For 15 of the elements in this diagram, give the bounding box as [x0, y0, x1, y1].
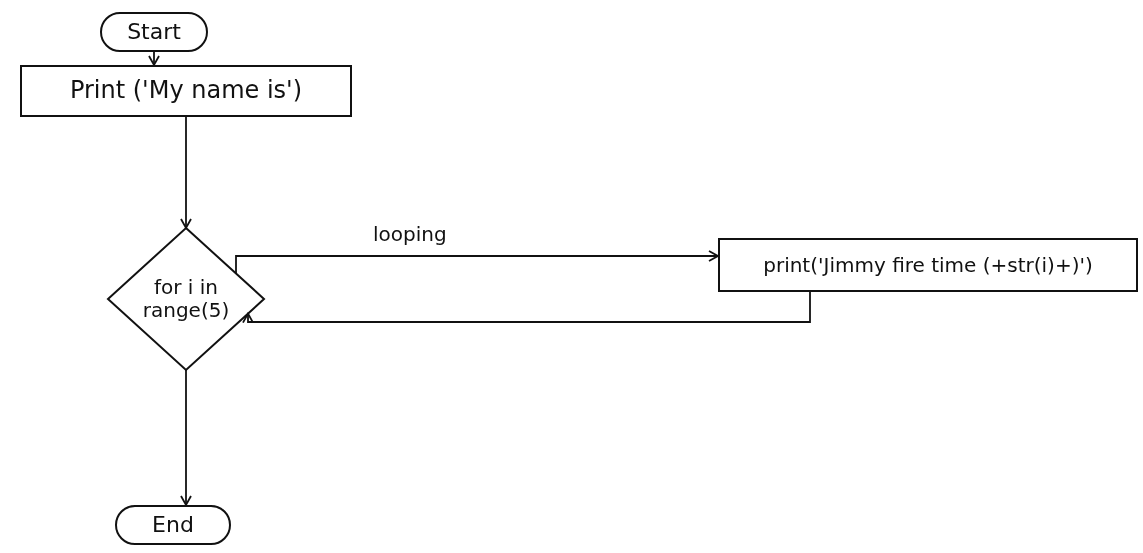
node-label: Print ('My name is') — [68, 77, 304, 105]
decision-diamond — [106, 226, 266, 372]
node-label: End — [151, 512, 195, 538]
arrow — [148, 51, 160, 66]
arrow — [180, 369, 192, 506]
arrow — [180, 116, 192, 229]
process-box — [718, 238, 1138, 292]
arrow — [235, 250, 719, 275]
process-box — [20, 65, 352, 117]
terminal-box — [115, 505, 231, 545]
node-label: Start — [126, 19, 182, 45]
terminal-box — [100, 12, 208, 52]
node-label: for i in range(5) — [141, 276, 231, 322]
arrow — [242, 291, 811, 324]
node-label: print('Jimmy fire time (+str(i)+)') — [762, 253, 1094, 277]
